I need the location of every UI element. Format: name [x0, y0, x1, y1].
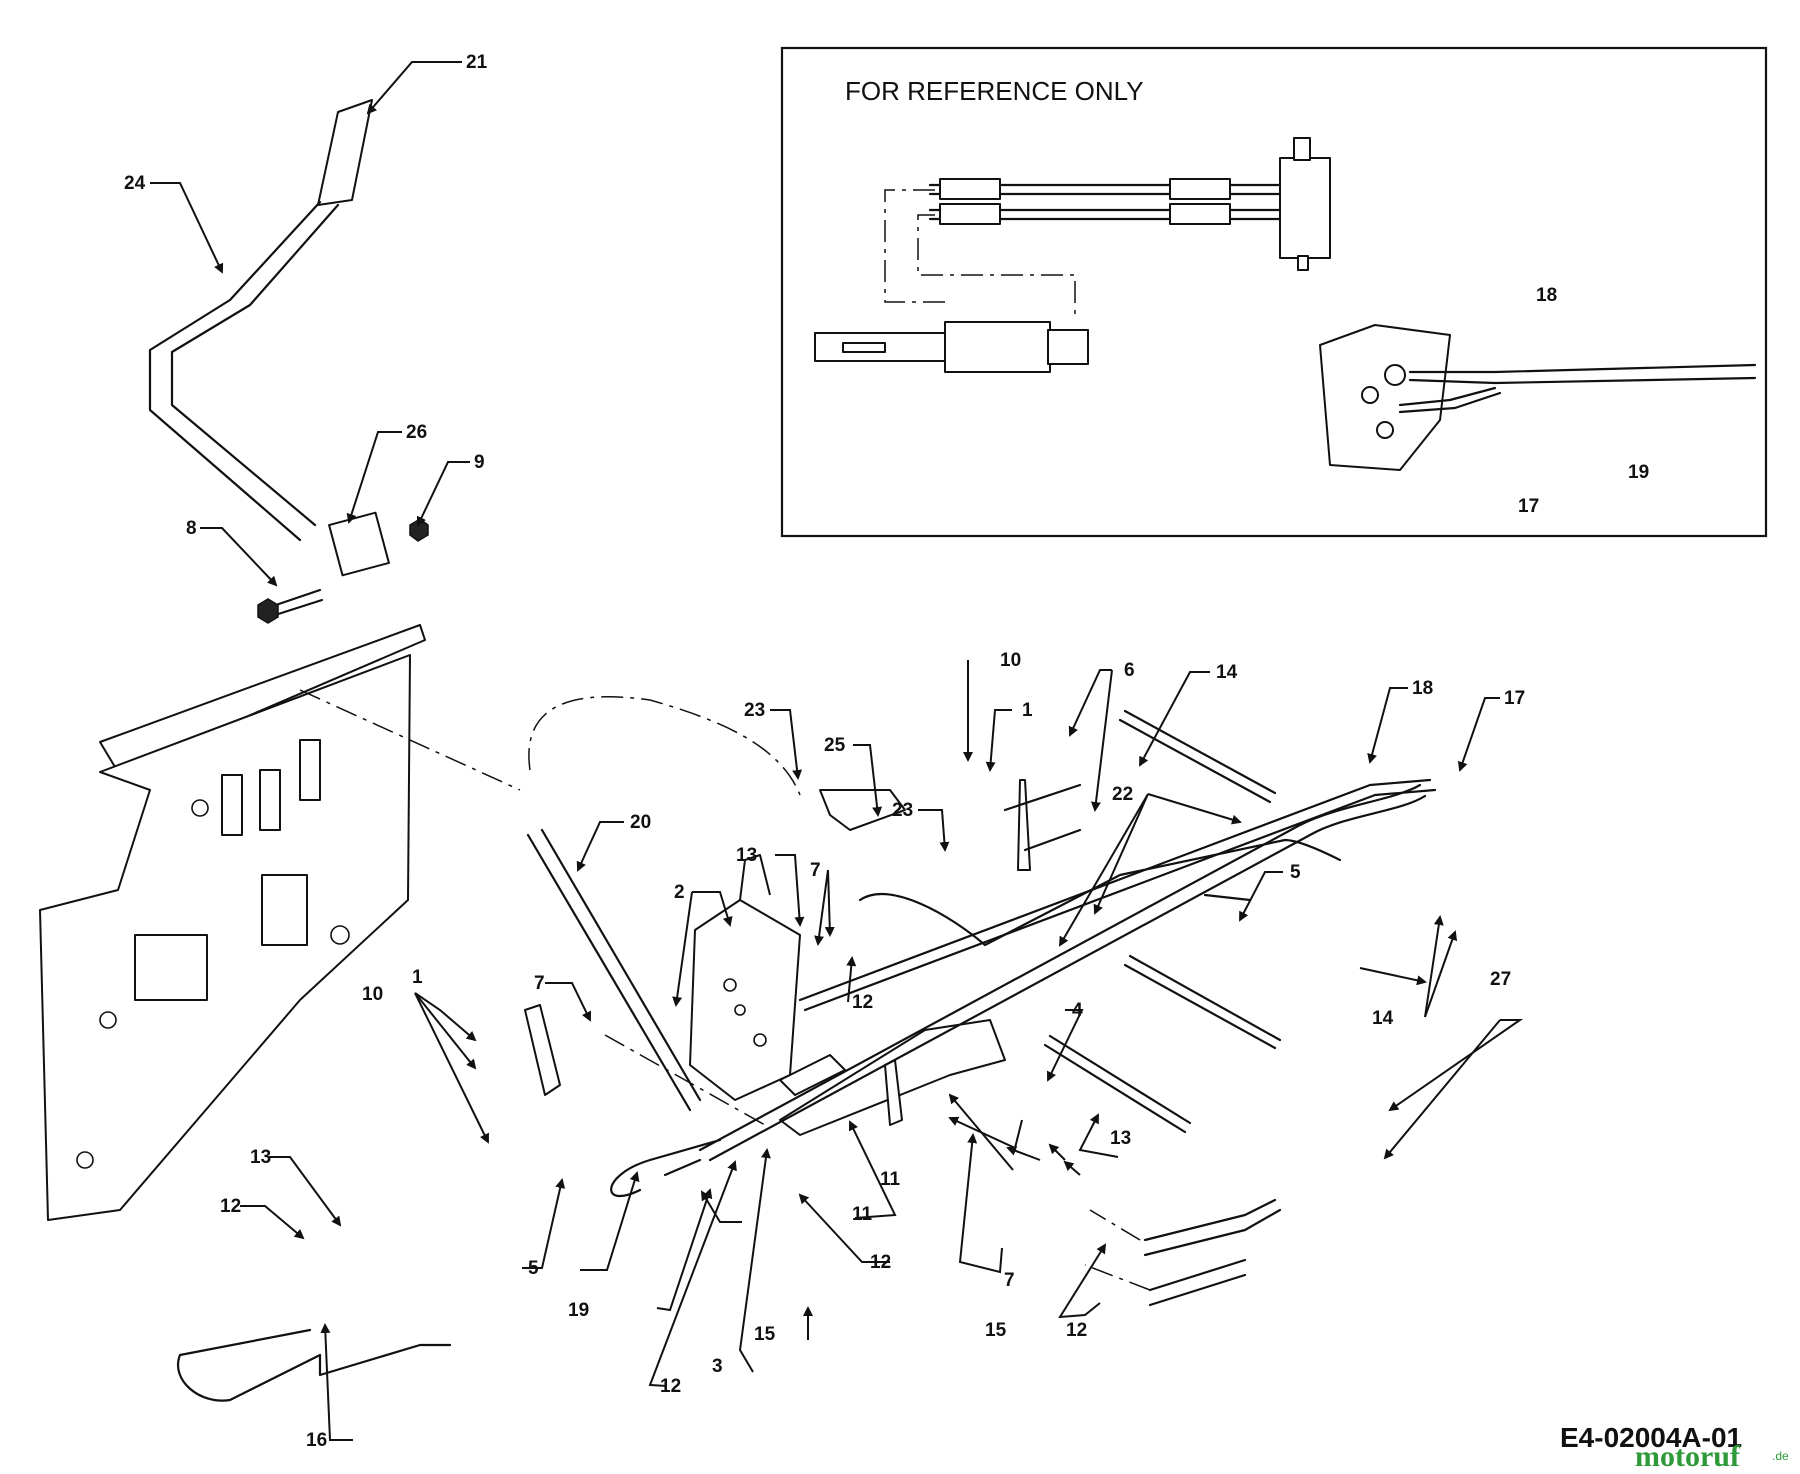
callout-18-ref: 18: [1536, 285, 1557, 306]
callout-labels: 21 24 26 9 8 20 23 25 23 10 1 6 14 18 17…: [124, 52, 1649, 1451]
callout-13b: 13: [1110, 1128, 1131, 1149]
hydraulic-lines: [177, 689, 1437, 1402]
callout-5: 5: [1290, 862, 1301, 883]
callout-10: 10: [1000, 650, 1021, 671]
callout-2: 2: [674, 882, 685, 903]
callout-12b: 12: [1066, 1320, 1087, 1341]
callout-16: 19: [568, 1300, 589, 1321]
callout-18: 18: [1412, 678, 1433, 699]
callout-20: 20: [630, 812, 651, 833]
leader-lines: [150, 61, 1524, 1441]
callout-12: 12: [852, 992, 873, 1013]
drawing-code: E4-02004A-01: [1560, 1422, 1742, 1453]
callout-3b: 15: [754, 1324, 776, 1345]
callout-15: 11: [880, 1169, 901, 1190]
callout-9: 9: [474, 452, 485, 473]
callout-5b: 5: [528, 1258, 539, 1279]
callout-19: 16: [306, 1430, 327, 1451]
callout-8: 8: [186, 518, 197, 539]
callout-17: 17: [1504, 688, 1525, 709]
callout-1: 1: [1022, 700, 1033, 721]
callout-13c: 13: [250, 1147, 271, 1168]
callout-4: 4: [1072, 1000, 1083, 1021]
control-lever: [148, 99, 429, 624]
callout-23b: 23: [892, 800, 913, 821]
callout-21: 21: [466, 52, 488, 73]
reference-box: FOR REFERENCE ONLY: [780, 46, 1768, 538]
callout-6: 6: [1124, 660, 1135, 681]
dash-panel: [39, 624, 426, 1221]
callout-10b: 10: [362, 984, 383, 1005]
callout-12c: 12: [870, 1252, 891, 1273]
callout-12e: 12: [220, 1196, 241, 1217]
watermark-suffix: .de: [1772, 1449, 1789, 1463]
callout-7c: 7: [1004, 1270, 1015, 1291]
callout-28: 3: [712, 1356, 723, 1377]
callout-26: 26: [406, 422, 427, 443]
callout-13: 13: [736, 845, 757, 866]
callout-24: 24: [124, 173, 146, 194]
valve-assembly: [524, 779, 1031, 1197]
callout-22: 22: [1112, 784, 1133, 805]
callout-14b: 14: [1372, 1008, 1394, 1029]
callout-3: 15: [985, 1320, 1007, 1341]
callout-17-ref: 17: [1518, 496, 1539, 517]
reference-box-title: FOR REFERENCE ONLY: [845, 76, 1144, 106]
callout-14: 14: [1216, 662, 1238, 683]
callout-12d: 12: [660, 1376, 681, 1397]
callout-7: 7: [810, 860, 821, 881]
callout-25: 25: [824, 735, 846, 756]
callout-11: 11: [852, 1204, 873, 1225]
callout-23: 23: [744, 700, 765, 721]
callout-7b: 7: [534, 973, 545, 994]
footer: E4-02004A-01 motoruf .de: [1560, 1422, 1789, 1473]
watermark-logo: motoruf: [1635, 1440, 1741, 1473]
callout-1b: 1: [412, 967, 423, 988]
callout-27: 27: [1490, 969, 1511, 990]
callout-16-ref: 19: [1628, 462, 1649, 483]
